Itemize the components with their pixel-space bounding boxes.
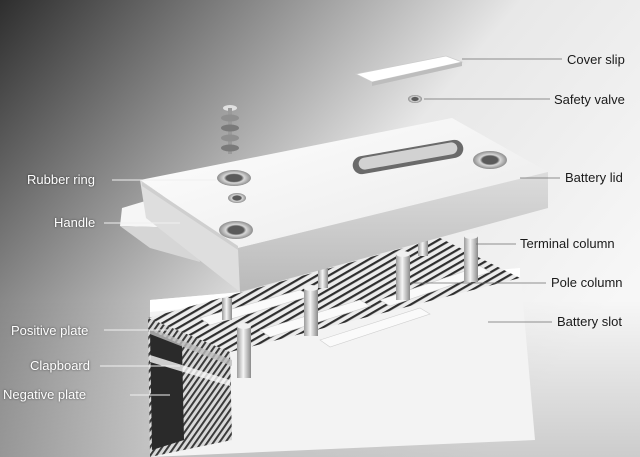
label-clapboard: Clapboard: [30, 358, 90, 373]
label-negative-plate: Negative plate: [3, 387, 87, 402]
cover-slip: [354, 55, 464, 86]
label-battery-lid: Battery lid: [565, 170, 623, 185]
label-pole-column: Pole column: [551, 275, 623, 290]
label-rubber-ring: Rubber ring: [27, 172, 95, 187]
label-battery-slot: Battery slot: [557, 314, 623, 329]
safety-valve: [408, 95, 422, 103]
valve-slot: [352, 139, 464, 175]
positive-plate: [150, 328, 232, 366]
rubber-ring-stack: [221, 105, 239, 154]
label-safety-valve: Safety valve: [554, 92, 625, 107]
leader-lines: [100, 179, 216, 396]
negative-plate: [150, 330, 184, 450]
pole-columns: [222, 233, 478, 378]
label-cover-slip: Cover slip: [567, 52, 625, 67]
lid-ports: [217, 151, 507, 239]
label-handle: Handle: [54, 215, 96, 230]
label-terminal-column: Terminal column: [520, 236, 615, 251]
label-positive-plate: Positive plate: [11, 323, 89, 338]
clapboard: [150, 355, 230, 386]
